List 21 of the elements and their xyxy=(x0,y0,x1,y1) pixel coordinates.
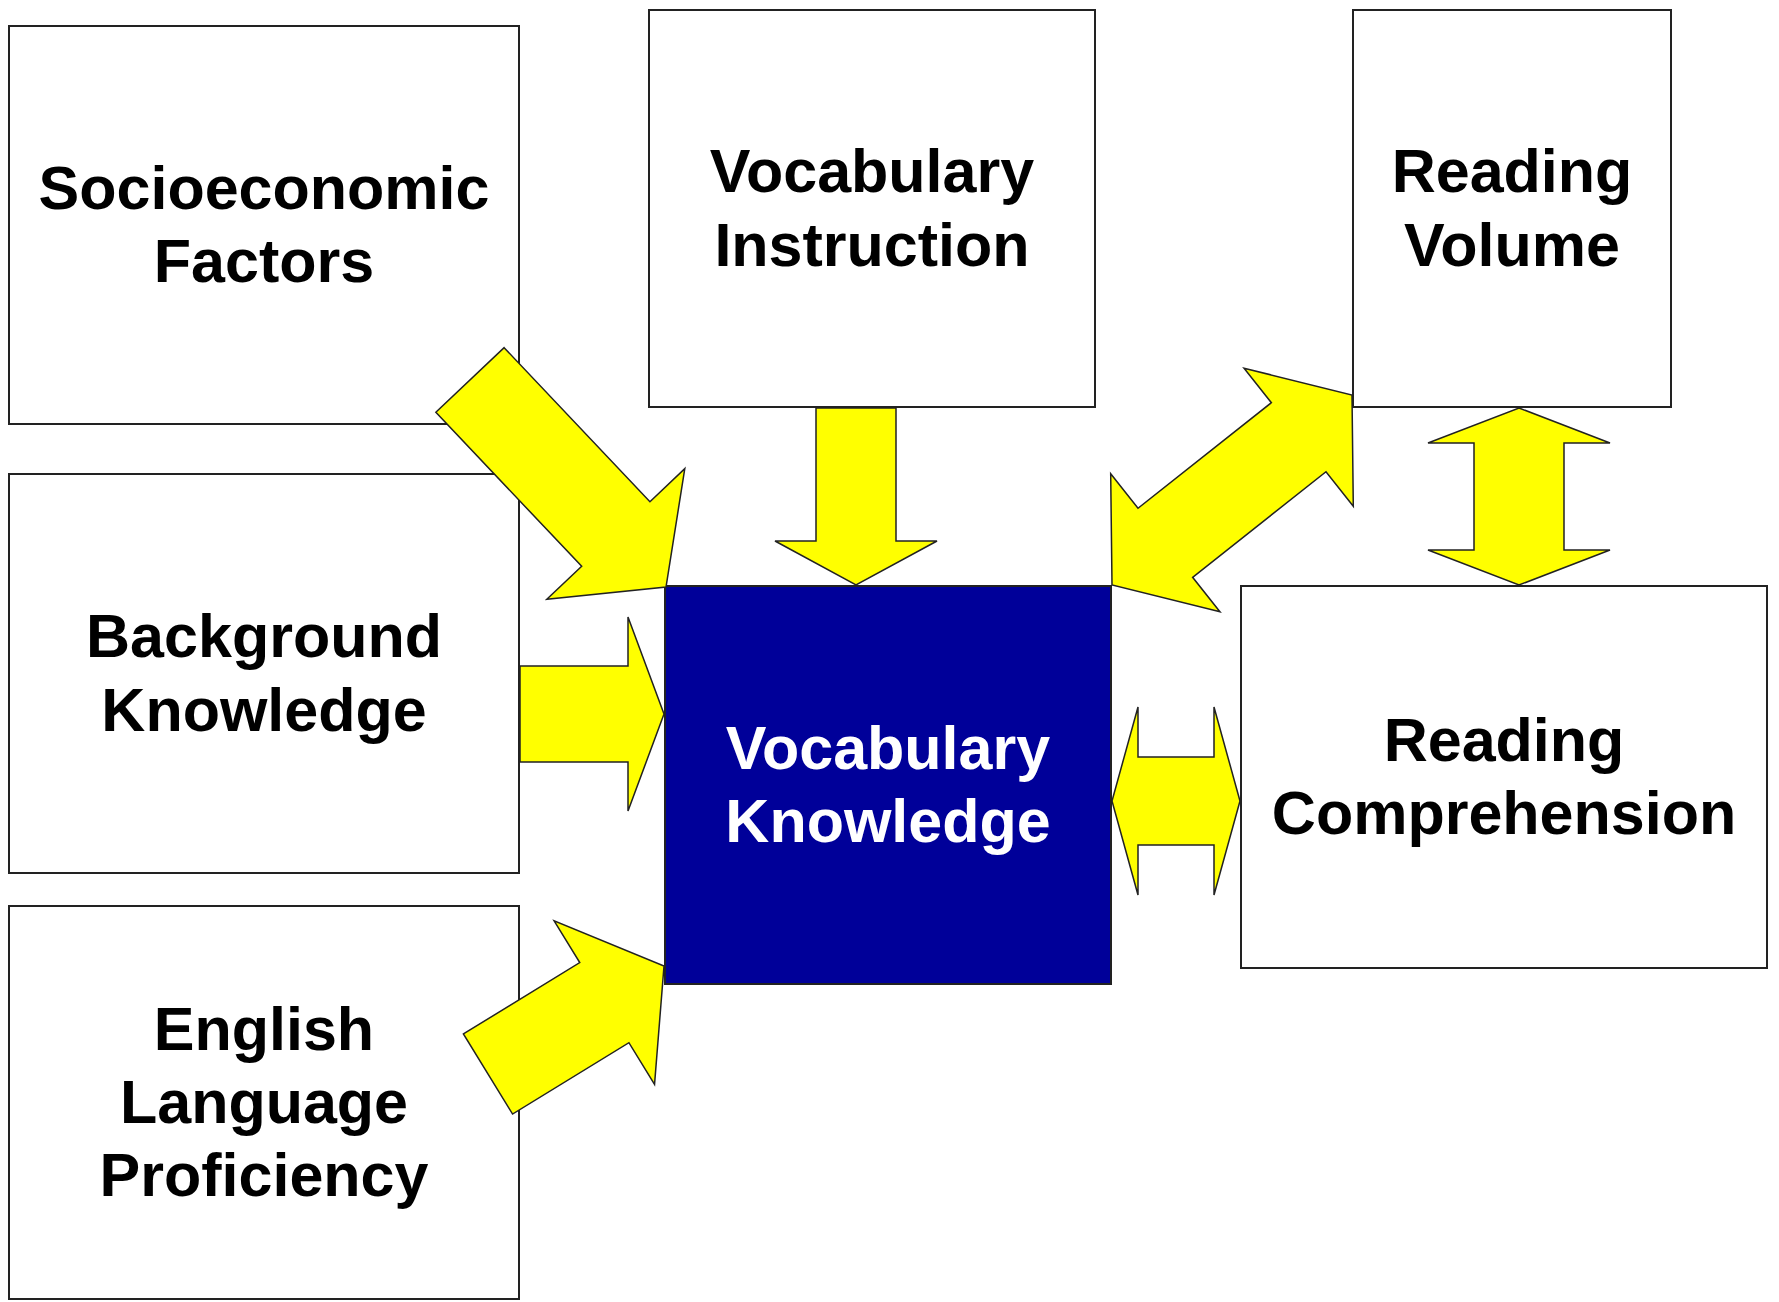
block-arrow xyxy=(1109,366,1355,614)
concept-box xyxy=(8,905,520,1300)
box-label: English Language Proficiency xyxy=(98,993,430,1212)
highlighted-box xyxy=(664,585,1112,985)
box-label: Vocabulary Instruction xyxy=(708,136,1036,281)
concept-box xyxy=(648,9,1096,408)
block-arrow xyxy=(774,407,938,586)
block-arrow xyxy=(1111,706,1241,896)
box-label: Reading Volume xyxy=(1390,136,1634,281)
block-arrow xyxy=(1427,407,1611,586)
box-label: Socioeconomic Factors xyxy=(37,152,491,297)
block-arrow xyxy=(462,919,665,1116)
box-label: Background Knowledge xyxy=(85,601,443,746)
block-arrow xyxy=(434,346,686,601)
concept-box xyxy=(1240,585,1768,969)
box-label: Reading Comprehension xyxy=(1270,704,1738,849)
concept-box xyxy=(8,473,520,874)
block-arrow xyxy=(519,616,665,812)
box-label: Vocabulary Knowledge xyxy=(724,712,1052,857)
concept-box xyxy=(1352,9,1672,408)
concept-box xyxy=(8,25,520,425)
